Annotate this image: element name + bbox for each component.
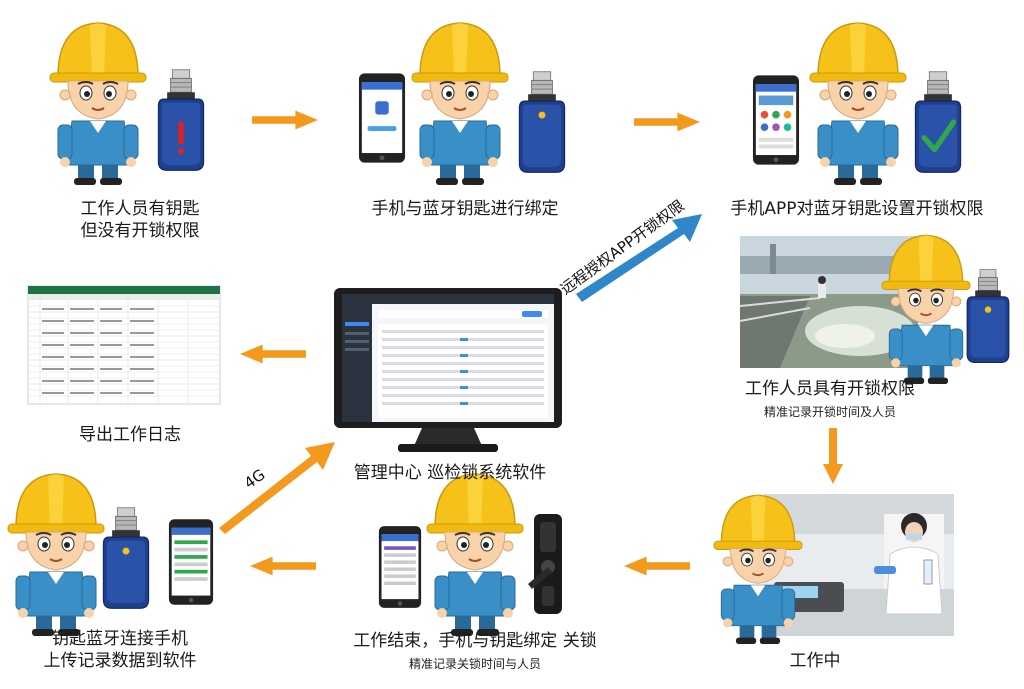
- phone-icon: [168, 516, 214, 608]
- arrow-right-icon: [634, 112, 700, 132]
- arrow-right-icon: [252, 110, 318, 130]
- step2-caption: 手机与蓝牙钥匙进行绑定: [371, 199, 559, 219]
- step6-caption: 工作结束，手机与钥匙绑定 关锁: [353, 631, 597, 651]
- step1-caption: 工作人员有钥匙 但没有开锁权限: [50, 198, 230, 242]
- step1-line2: 但没有开锁权限: [80, 221, 200, 241]
- lab-work-photo: [764, 494, 954, 636]
- phone-icon: [378, 522, 422, 612]
- bluetooth-key-warning-icon: [155, 68, 207, 172]
- worker-icon: [410, 15, 510, 185]
- step7-caption: 钥匙蓝牙连接手机 上传记录数据到软件: [20, 628, 220, 672]
- bluetooth-key-icon: [516, 70, 568, 174]
- step7-line1: 钥匙蓝牙连接手机: [52, 629, 188, 649]
- worker-icon: [425, 466, 525, 636]
- arrow-left-icon: [250, 556, 316, 576]
- center-caption: 管理中心 巡检锁系统软件: [353, 463, 547, 483]
- arrow-down-icon: [823, 428, 843, 484]
- bluetooth-key-icon: [100, 506, 152, 610]
- worker-icon: [808, 15, 908, 185]
- bluetooth-key-icon: [964, 268, 1012, 364]
- phone-app-icon: [752, 74, 800, 166]
- step5-caption: 工作中: [789, 651, 841, 671]
- arrow-left-icon: [240, 344, 306, 364]
- worker-icon: [880, 228, 972, 384]
- step1-line1: 工作人员有钥匙: [80, 199, 200, 219]
- step3-caption: 手机APP对蓝牙钥匙设置开锁权限: [730, 199, 984, 219]
- remote-auth-arrow-icon: [576, 214, 702, 302]
- water-treatment-photo: [740, 236, 918, 368]
- spreadsheet-icon: [27, 285, 221, 405]
- 4g-arrow-icon: [219, 442, 335, 534]
- worker-icon: [712, 488, 804, 644]
- door-lock-icon: [528, 514, 562, 614]
- arrow-left-icon: [624, 556, 690, 576]
- worker-icon: [48, 15, 148, 185]
- export-caption: 导出工作日志: [79, 425, 181, 445]
- monitor-icon: [334, 288, 562, 452]
- step6-subcaption: 精准记录关锁时间与人员: [408, 657, 541, 671]
- step7-line2: 上传记录数据到软件: [43, 651, 197, 671]
- bluetooth-key-check-icon: [912, 70, 964, 174]
- step4-caption: 工作人员具有开锁权限: [745, 379, 915, 399]
- phone-icon: [358, 72, 406, 164]
- worker-icon: [6, 466, 106, 636]
- step4-subcaption: 精准记录开锁时间及人员: [763, 405, 896, 419]
